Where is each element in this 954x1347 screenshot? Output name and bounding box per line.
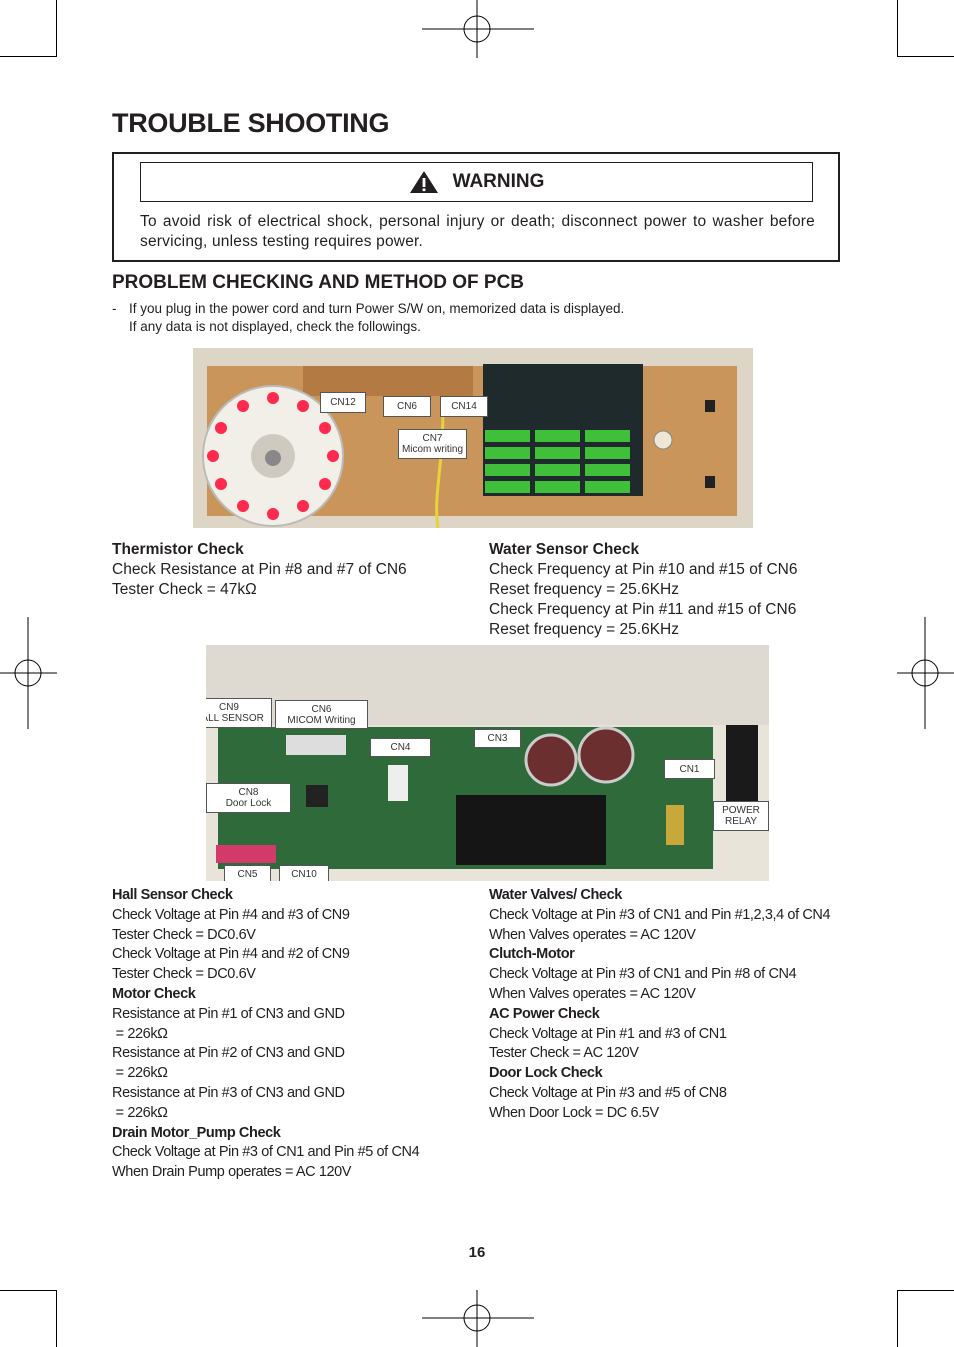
- check-line: Tester Check = AC 120V: [489, 1045, 639, 1062]
- note-line: If you plug in the power cord and turn P…: [129, 301, 625, 316]
- check-line: Check Voltage at Pin #4 and #2 of CN9: [112, 946, 350, 963]
- cn5-label: CN5: [224, 865, 271, 881]
- display-pcb-photo: CN12 CN6 CN14 CN7 Micom writing: [193, 348, 753, 528]
- check-line: = 226kΩ: [112, 1025, 168, 1042]
- crop-mark: [897, 56, 954, 57]
- cn3-label: CN3: [474, 729, 521, 748]
- check-line: When Drain Pump operates = AC 120V: [112, 1164, 352, 1181]
- cn1-label: CN1: [664, 759, 715, 779]
- registration-mark-icon: [897, 617, 954, 729]
- check-line: Tester Check = DC0.6V: [112, 966, 256, 983]
- power-relay-label-line: RELAY: [724, 816, 758, 827]
- check-line: Reset frequency = 25.6KHz: [489, 621, 679, 638]
- check-heading: Drain Motor_Pump Check: [112, 1124, 281, 1141]
- crop-mark: [0, 1290, 57, 1291]
- check-line: Check Frequency at Pin #10 and #15 of CN…: [489, 561, 798, 578]
- check-heading: Motor Check: [112, 985, 196, 1002]
- check-line: Check Voltage at Pin #3 and #5 of CN8: [489, 1084, 727, 1101]
- crop-mark: [56, 0, 57, 57]
- cn9-label: CN9 HALL SENSOR: [206, 698, 272, 728]
- cn6-micom-label: CN6 MICOM Writing: [275, 700, 368, 729]
- check-line: When Valves operates = AC 120V: [489, 926, 696, 943]
- cn6-label-line: MICOM Writing: [287, 714, 356, 726]
- crop-mark: [0, 56, 57, 57]
- warning-header: WARNING: [140, 162, 813, 202]
- water-sensor-check: Water Sensor Check Check Frequency at Pi…: [489, 540, 797, 640]
- check-heading: Water Valves/ Check: [489, 887, 622, 903]
- cn10-label: CN10: [279, 865, 329, 881]
- check-line: Check Voltage at Pin #3 of CN1 and Pin #…: [489, 906, 831, 923]
- cn7-label-line: CN7: [422, 433, 443, 444]
- power-relay-label: POWER RELAY: [713, 801, 769, 831]
- check-line: Resistance at Pin #1 of CN3 and GND: [112, 1005, 345, 1022]
- check-line: Tester Check = DC0.6V: [112, 926, 256, 943]
- cn8-label-line: CN8: [238, 787, 259, 798]
- check-line: Reset frequency = 25.6KHz: [489, 581, 679, 598]
- check-line: Check Voltage at Pin #3 of CN1 and Pin #…: [489, 966, 797, 983]
- check-line: = 226kΩ: [112, 1065, 168, 1082]
- cn6-label-line: CN6: [311, 703, 332, 715]
- cn9-label-line: HALL SENSOR: [206, 713, 264, 724]
- crop-mark: [897, 0, 898, 57]
- crop-mark: [897, 1290, 898, 1347]
- cn14-label: CN14: [440, 396, 488, 417]
- warning-text: To avoid risk of electrical shock, perso…: [140, 213, 815, 250]
- right-checks: Water Valves/ Check Check Voltage at Pin…: [489, 886, 831, 1124]
- check-line: Check Resistance at Pin #8 and #7 of CN6: [112, 561, 407, 578]
- thermistor-check: Thermistor Check Check Resistance at Pin…: [112, 540, 407, 600]
- check-heading: Water Sensor Check: [489, 541, 640, 558]
- warning-triangle-icon: [409, 171, 438, 193]
- check-heading: AC Power Check: [489, 1005, 600, 1022]
- check-line: When Door Lock = DC 6.5V: [489, 1104, 659, 1121]
- cn12-label: CN12: [320, 392, 366, 413]
- cn6-label: CN6: [383, 396, 431, 417]
- check-line: Check Voltage at Pin #1 and #3 of CN1: [489, 1025, 727, 1042]
- cn4-label: CN4: [370, 738, 431, 757]
- cn7-label-line: Micom writing: [401, 444, 464, 455]
- power-relay-label-line: POWER: [722, 805, 760, 816]
- check-heading: Hall Sensor Check: [112, 887, 233, 903]
- warning-heading: WARNING: [452, 171, 545, 192]
- check-heading: Clutch-Motor: [489, 946, 575, 963]
- left-checks: Hall Sensor Check Check Voltage at Pin #…: [112, 886, 420, 1183]
- crop-mark: [897, 1290, 954, 1291]
- check-line: Resistance at Pin #3 of CN3 and GND: [112, 1084, 345, 1101]
- check-line: Resistance at Pin #2 of CN3 and GND: [112, 1045, 345, 1062]
- registration-mark-icon: [422, 1290, 534, 1347]
- cn7-label: CN7 Micom writing: [398, 429, 467, 459]
- cn9-label-line: CN9: [218, 702, 239, 713]
- check-line: When Valves operates = AC 120V: [489, 985, 696, 1002]
- check-line: Check Voltage at Pin #3 of CN1 and Pin #…: [112, 1144, 420, 1161]
- page-number: 16: [468, 1244, 486, 1261]
- page-title: TROUBLE SHOOTING: [112, 108, 390, 138]
- registration-mark-icon: [422, 0, 534, 58]
- check-line: Check Voltage at Pin #4 and #3 of CN9: [112, 906, 350, 923]
- note-dash: -: [112, 301, 117, 316]
- check-line: Tester Check = 47kΩ: [112, 581, 257, 598]
- section-title: PROBLEM CHECKING AND METHOD OF PCB: [112, 272, 525, 293]
- intro-note: - If you plug in the power cord and turn…: [112, 300, 624, 336]
- check-heading: Door Lock Check: [489, 1065, 603, 1082]
- check-heading: Thermistor Check: [112, 541, 244, 558]
- cn8-label-line: Door Lock: [225, 798, 272, 809]
- warning-box: [112, 152, 840, 262]
- registration-mark-icon: [0, 617, 57, 729]
- cn8-label: CN8 Door Lock: [206, 783, 291, 813]
- check-line: Check Frequency at Pin #11 and #15 of CN…: [489, 601, 797, 618]
- crop-mark: [56, 1290, 57, 1347]
- note-line: If any data is not displayed, check the …: [129, 319, 421, 334]
- check-line: = 226kΩ: [112, 1104, 168, 1121]
- main-pcb-photo: CN9 HALL SENSOR CN6 MICOM Writing CN4 CN…: [206, 645, 769, 881]
